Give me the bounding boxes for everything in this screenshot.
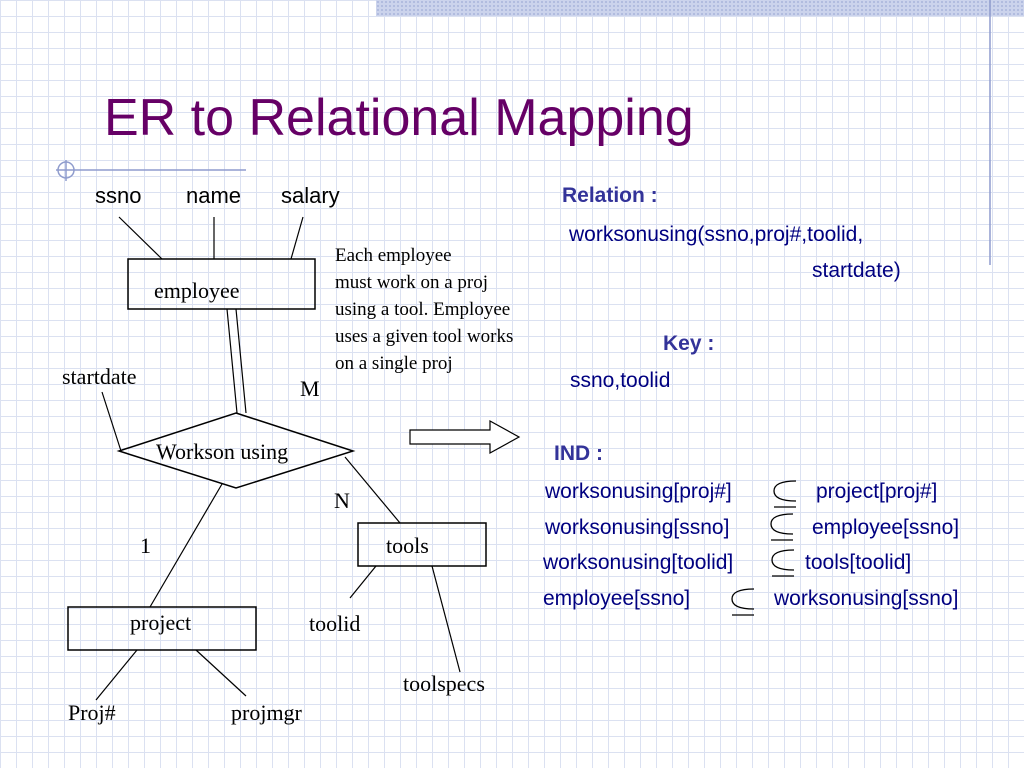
project-link <box>149 483 223 608</box>
cardinality-employee: M <box>300 376 320 401</box>
employee-entity-box <box>127 258 316 310</box>
subset-icon <box>731 588 755 610</box>
ind-heading: IND : <box>554 442 603 465</box>
ind-row-2-lhs: worksonusing[ssno] <box>545 516 730 539</box>
note-line: using a tool. Employee <box>335 299 511 320</box>
key-value: ssno,toolid <box>570 369 671 392</box>
employee-double-link-b <box>235 308 247 414</box>
ind-row-3-lhs: worksonusing[toolid] <box>543 551 734 574</box>
constraint-note: Each employee must work on a proj using … <box>335 242 565 377</box>
projmgr-link <box>195 649 247 697</box>
note-line: must work on a proj <box>335 272 489 293</box>
attr-proj-no: Proj# <box>68 700 116 725</box>
ind-row-4-rhs: worksonusing[ssno] <box>774 587 959 610</box>
workson-using-diamond <box>116 412 356 489</box>
entity-employee-label: employee <box>154 278 240 303</box>
attr-salary: salary <box>281 183 340 208</box>
slide-decoration <box>56 0 991 265</box>
ind-row-4-lhs: employee[ssno] <box>543 587 691 610</box>
relation-schema-line1: worksonusing(ssno,proj#,toolid, <box>569 223 864 246</box>
salary-link <box>290 216 304 260</box>
tools-entity-box <box>357 522 487 567</box>
entity-tools-label: tools <box>386 533 429 558</box>
note-line: Each employee <box>335 245 452 266</box>
subset-icon <box>770 513 794 535</box>
attr-toolid: toolid <box>309 611 361 636</box>
attr-ssno: ssno <box>95 183 142 208</box>
cardinality-project: 1 <box>140 533 151 558</box>
note-line: uses a given tool works <box>335 326 514 347</box>
mapping-arrow-icon <box>409 419 521 455</box>
subset-symbols <box>731 480 797 616</box>
subset-icon <box>771 549 795 571</box>
attr-name: name <box>186 183 242 208</box>
ind-row-2-rhs: employee[ssno] <box>812 516 960 539</box>
entity-project-label: project <box>130 610 192 635</box>
relationship-label: Workson using <box>156 439 289 464</box>
attr-projmgr: projmgr <box>231 700 302 725</box>
attr-startdate: startdate <box>62 364 137 389</box>
tools-link <box>344 456 401 524</box>
key-heading: Key : <box>663 332 715 355</box>
ind-row-1-lhs: worksonusing[proj#] <box>545 480 732 503</box>
subset-icon <box>773 480 797 502</box>
relation-heading: Relation : <box>562 184 658 207</box>
top-decorative-band <box>376 0 1024 16</box>
ind-row-1-rhs: project[proj#] <box>816 480 938 503</box>
toolspecs-link <box>431 565 461 673</box>
page-title: ER to Relational Mapping <box>104 89 694 147</box>
relation-schema-line2: startdate) <box>812 259 901 282</box>
cardinality-tools: N <box>334 488 350 513</box>
note-line: on a single proj <box>335 353 453 374</box>
proj-no-link <box>95 649 138 701</box>
project-entity-box <box>67 606 257 651</box>
toolid-link <box>349 565 377 599</box>
attr-toolspecs: toolspecs <box>403 671 485 696</box>
ind-row-3-rhs: tools[toolid] <box>805 551 912 574</box>
employee-double-link-a <box>226 308 238 414</box>
startdate-link <box>101 391 122 452</box>
ssno-link <box>118 216 163 260</box>
